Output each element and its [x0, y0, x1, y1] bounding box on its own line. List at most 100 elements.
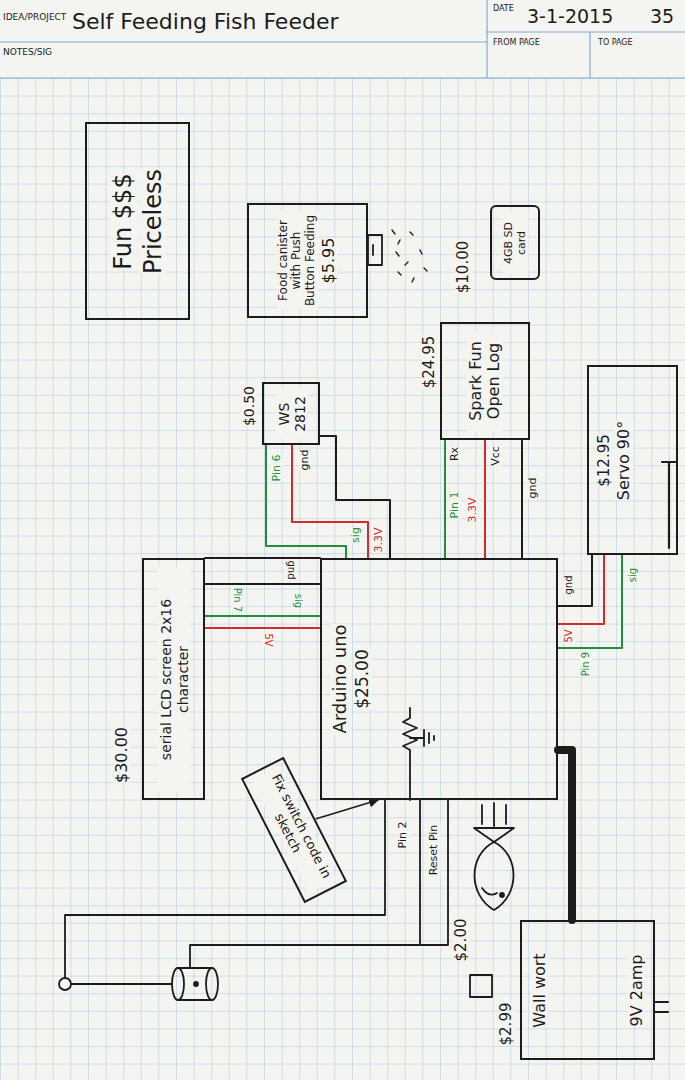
wire: [320, 436, 390, 558]
box-text: serial LCD screen 2x16 character: [157, 566, 189, 792]
float-ball: [59, 978, 71, 990]
wire: [484, 440, 486, 558]
box-text: Fix switch code in sketch: [252, 767, 336, 893]
pin-label: $2.00: [453, 919, 470, 962]
led-box: WS 2812$0.50: [262, 382, 320, 445]
wire: [521, 440, 523, 558]
header-label: TO PAGE: [598, 38, 633, 47]
date-value: 3-1-2015: [527, 6, 613, 28]
box-text: Food canister with Push Button Feeding: [277, 211, 318, 310]
pin-label: Vcc: [490, 446, 503, 466]
feeder-button-mark: [372, 245, 374, 255]
power-cable: [558, 750, 572, 920]
resistor-symbol: [403, 708, 417, 800]
switch-wire: [420, 800, 448, 945]
price-tag: $24.95: [421, 336, 438, 389]
float-arm: [71, 983, 172, 985]
pin-label: Pin 6: [271, 455, 284, 482]
price-tag: $30.00: [113, 727, 131, 783]
header-label: DATE: [493, 4, 514, 13]
pin-label: 5V: [262, 633, 274, 646]
pin-label: Pin 7: [231, 588, 243, 612]
header-label: FROM PAGE: [493, 38, 540, 47]
arduino-box: Arduino uno$25.00: [320, 558, 558, 800]
servo-horn: [662, 462, 676, 548]
small-block: [470, 975, 492, 997]
power-box: Wall wort9V 2amp$2.99: [520, 920, 655, 1060]
box-text: Servo 90°: [614, 420, 632, 499]
pin-label: sig: [627, 568, 639, 582]
note-box: Fun $$$Priceless: [85, 122, 190, 320]
pin-label: sig: [350, 527, 363, 543]
float-pivot: [194, 982, 198, 986]
callout-box: Fix switch code in sketch: [241, 757, 347, 904]
fish-eye: [500, 893, 504, 897]
canister-box: Food canister with Push Button Feeding$5…: [247, 203, 368, 318]
text-column: Food canister with Push Button Feeding$5…: [249, 205, 366, 316]
box-text: 9V 2amp: [627, 954, 645, 1026]
lcd-box: serial LCD screen 2x16 character$30.00: [142, 558, 205, 800]
box-text: $25.00: [353, 649, 373, 708]
box-text: Arduino uno: [330, 624, 351, 733]
header-rule: [0, 0, 685, 78]
food-pellets: [392, 230, 427, 282]
pin-label: Rx: [449, 447, 462, 461]
wire: [205, 627, 320, 629]
pin-label: 3.3V: [467, 497, 480, 522]
price-tag: $10.00: [455, 241, 472, 294]
page-title: Self Feeding Fish Feeder: [72, 9, 338, 34]
fish-body: [475, 842, 514, 910]
wire: [558, 555, 622, 648]
switch-wire: [65, 800, 385, 978]
text-column: serial LCD screen 2x16 character: [144, 560, 203, 798]
pin-label: gnd: [285, 560, 297, 579]
wire: [444, 440, 446, 558]
text-column: Spark Fun Open Log: [442, 324, 528, 438]
wire: [266, 445, 346, 558]
header-label: IDEA/PROJECT: [3, 12, 66, 22]
pin-label: 3.3V: [373, 527, 386, 552]
pin-label: gnd: [299, 450, 312, 471]
callout-arrow: [316, 800, 378, 819]
price-tag: $0.50: [241, 386, 257, 426]
price-tag: $2.99: [498, 1003, 515, 1046]
text-column: WS 2812: [264, 384, 318, 443]
lcd-top-edge: [205, 557, 320, 559]
grid-paper: [0, 78, 685, 1080]
drawing: [59, 230, 676, 1012]
box-text: 4GB SD card: [502, 211, 527, 274]
plug-prongs: [655, 1002, 668, 1012]
box-text: $5.95: [320, 238, 338, 284]
servo-box: $12.95Servo 90°: [587, 365, 678, 555]
pin-label: 5V: [563, 629, 575, 642]
falling-food: [482, 803, 506, 826]
pin-label: Pin 9: [580, 652, 592, 676]
box-text: Wall wort: [530, 953, 548, 1027]
pin-label: gnd: [527, 478, 540, 499]
page-number: 35: [650, 6, 674, 28]
pin-label: Reset Pin: [428, 825, 441, 876]
wire: [558, 555, 592, 606]
text-column: Wall wort 9V 2amp: [522, 922, 653, 1058]
box-text: WS 2812: [275, 388, 307, 439]
text-column: 4GB SD card: [492, 207, 538, 278]
text-column: Fun $$$Priceless: [87, 124, 188, 318]
pin-label: gnd: [563, 575, 575, 594]
float-tube-end: [172, 968, 184, 1000]
pin-label: Pin 2: [397, 822, 410, 849]
text-column: Arduino uno$25.00: [322, 560, 556, 798]
logger-box: Spark Fun Open Log$24.95: [440, 322, 530, 440]
fish-smile: [482, 888, 497, 895]
text-column: $12.95Servo 90°: [589, 367, 676, 553]
box-text: Priceless: [139, 169, 167, 274]
box-text: Spark Fun Open Log: [467, 330, 504, 432]
pin-label: Pin 1: [449, 492, 462, 519]
wire: [205, 615, 320, 617]
wire: [292, 445, 368, 558]
wire: [558, 555, 604, 624]
box-text: $12.95: [595, 434, 612, 487]
box-text: Fun $$$: [109, 173, 137, 269]
